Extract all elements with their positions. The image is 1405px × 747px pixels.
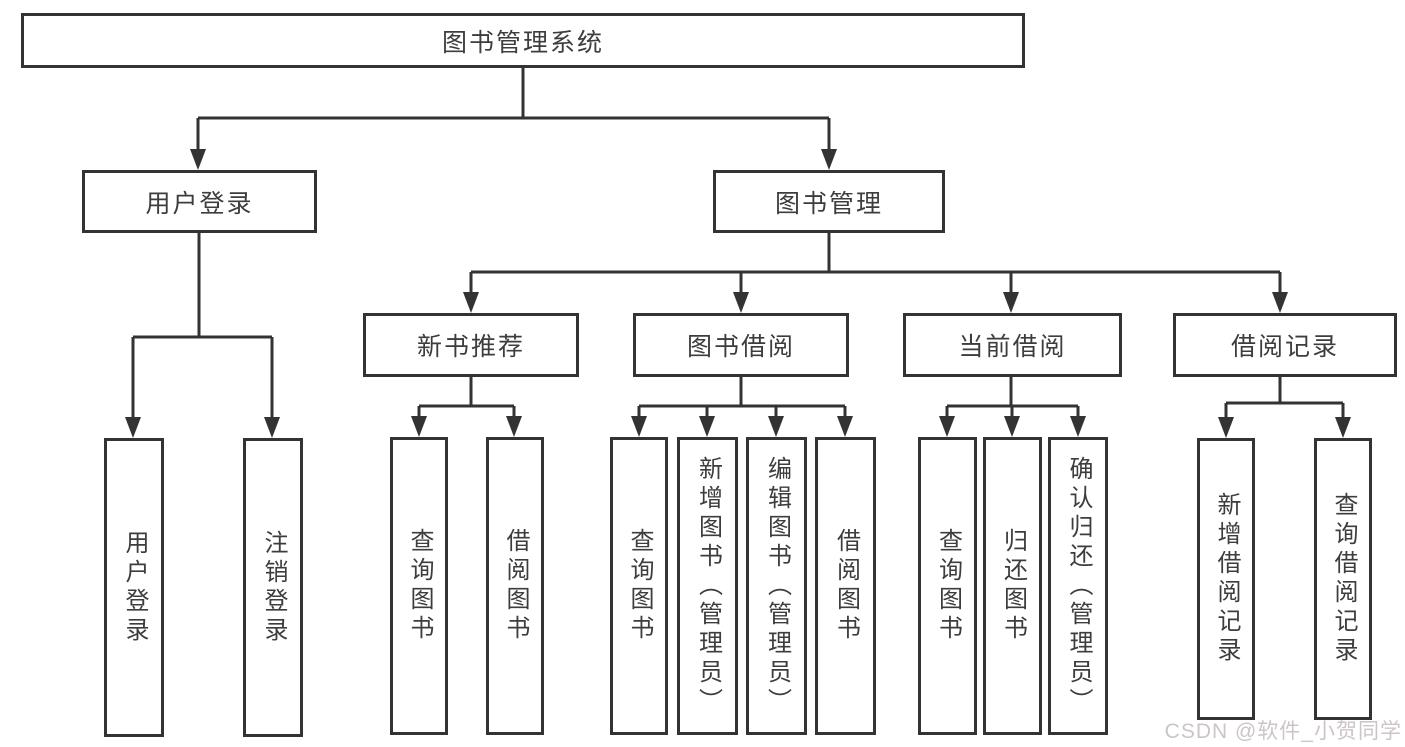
node-book-management: 图书管理	[713, 170, 945, 233]
leaf-query-books-recommend: 查询图书	[390, 437, 448, 735]
node-user-login: 用户登录	[82, 170, 317, 233]
node-system: 图书管理系统	[21, 13, 1025, 68]
leaf-add-book-admin: 新增图书（管理员）	[677, 437, 738, 735]
node-book-borrow: 图书借阅	[633, 313, 849, 377]
node-borrow-records: 借阅记录	[1173, 313, 1397, 377]
node-new-book-recommend: 新书推荐	[363, 313, 579, 377]
leaf-borrow-books-recommend: 借阅图书	[486, 437, 544, 735]
leaf-logout: 注销登录	[243, 438, 303, 737]
leaf-return-books: 归还图书	[983, 437, 1042, 735]
leaf-borrow-books: 借阅图书	[815, 437, 876, 735]
leaf-add-borrow-record: 新增借阅记录	[1197, 438, 1255, 720]
leaf-query-books-borrow: 查询图书	[610, 437, 668, 735]
leaf-query-borrow-record: 查询借阅记录	[1314, 438, 1372, 720]
watermark: CSDN @软件_小贺同学	[1164, 720, 1402, 743]
leaf-edit-book-admin: 编辑图书（管理员）	[746, 437, 807, 735]
leaf-query-books-current: 查询图书	[918, 437, 977, 735]
leaf-user-login: 用户登录	[104, 438, 164, 737]
node-current-borrow: 当前借阅	[903, 313, 1122, 377]
leaf-confirm-return-admin: 确认归还（管理员）	[1048, 437, 1108, 735]
